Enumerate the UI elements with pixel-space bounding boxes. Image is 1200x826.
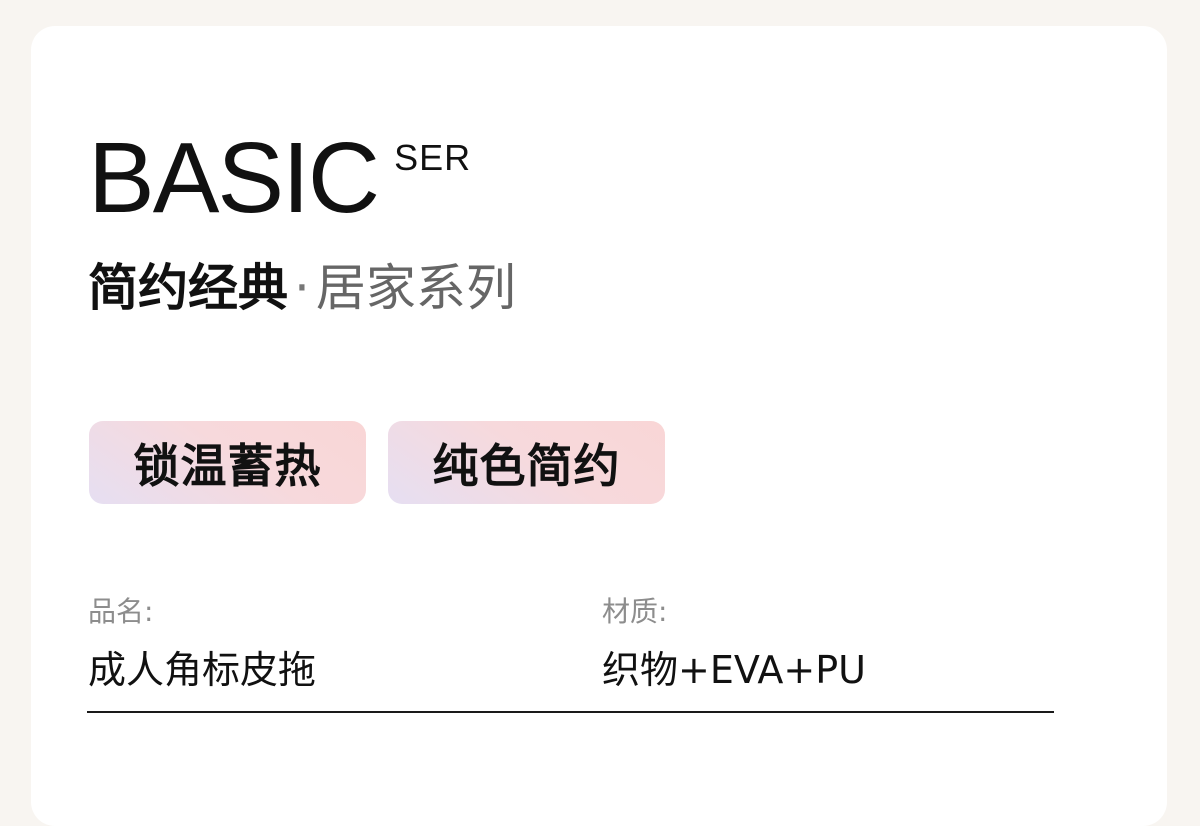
material-value: 织物+EVA+PU xyxy=(602,648,866,692)
brand-wordmark: BASIC xyxy=(88,122,380,234)
product-name-value: 成人角标皮拖 xyxy=(88,648,317,692)
subtitle-primary: 简约经典 xyxy=(88,259,288,317)
subtitle-secondary: 居家系列 xyxy=(315,259,516,317)
brand-superscript: SER xyxy=(394,137,472,178)
brand-title: BASIC SER xyxy=(88,128,471,228)
subtitle-separator: · xyxy=(294,259,310,317)
feature-tag-style: 纯色简约 xyxy=(388,421,665,504)
series-subtitle: 简约经典·居家系列 xyxy=(88,258,516,318)
divider-line xyxy=(87,711,1054,713)
product-name-label: 品名: xyxy=(88,595,154,628)
feature-tag-warmth: 锁温蓄热 xyxy=(89,421,366,504)
material-label: 材质: xyxy=(602,595,668,628)
